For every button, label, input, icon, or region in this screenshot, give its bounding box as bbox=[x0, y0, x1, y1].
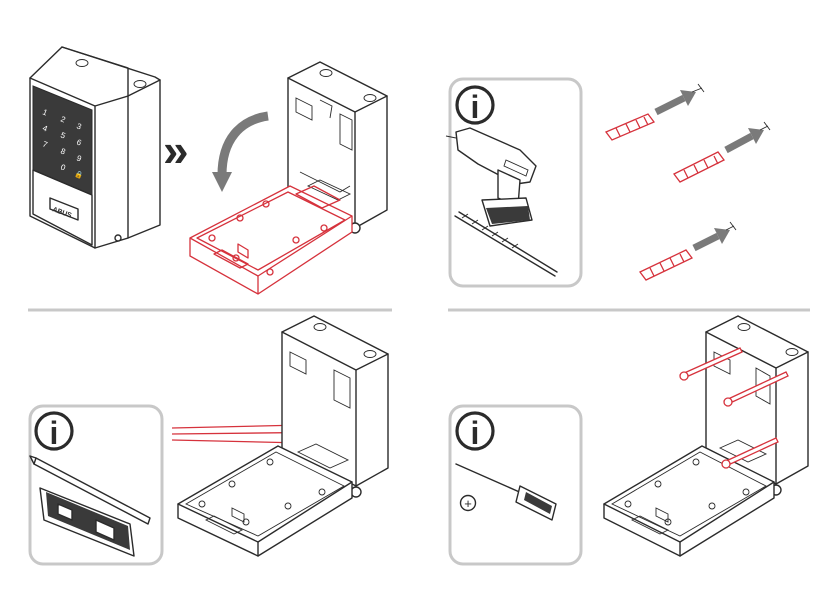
double-chevron-icon: » bbox=[163, 124, 189, 176]
wall-plug-1 bbox=[606, 114, 654, 140]
svg-text:i: i bbox=[471, 89, 480, 125]
info-icon: i bbox=[457, 87, 493, 125]
rotate-arrow-icon bbox=[212, 116, 268, 192]
info-icon: i bbox=[36, 413, 72, 451]
info-icon: i bbox=[457, 413, 493, 451]
wall-plug-3 bbox=[640, 250, 692, 280]
svg-text:+: + bbox=[464, 496, 472, 511]
screw-arrow-1 bbox=[656, 84, 704, 112]
svg-text:i: i bbox=[471, 415, 480, 451]
svg-text:i: i bbox=[50, 415, 59, 451]
screw-arrow-2 bbox=[726, 122, 770, 150]
closed-key-box: ABUS 1 2 3 4 5 6 7 8 9 0 🔒 bbox=[30, 47, 160, 248]
opened-key-box-screwed bbox=[604, 316, 808, 556]
screw-arrow-3 bbox=[694, 222, 736, 248]
opened-key-box-marking bbox=[178, 316, 388, 556]
wall-plug-2 bbox=[674, 152, 724, 182]
plus-circle-icon: + bbox=[461, 496, 476, 512]
